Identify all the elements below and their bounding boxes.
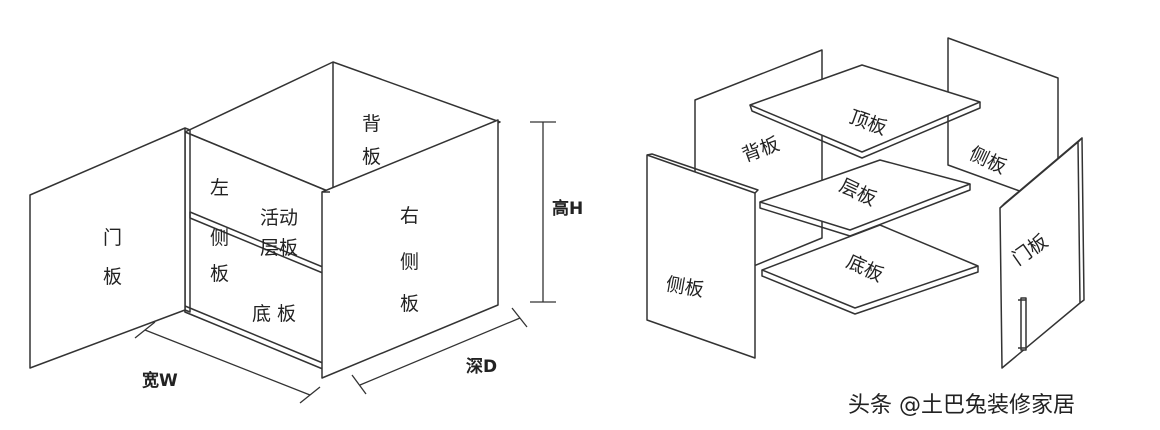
label-bottom: 底 板 xyxy=(252,303,296,325)
label-depth: 深D xyxy=(466,356,497,377)
door-handle xyxy=(1018,297,1027,351)
watermark-text: 头条 @土巴兔装修家居 xyxy=(848,393,1075,418)
label-movable-shelf-2: 层板 xyxy=(260,237,298,259)
label-height: 高H xyxy=(552,198,583,219)
cabinet-right-side-panel xyxy=(321,119,499,379)
label-left-side-2: 侧 xyxy=(210,227,229,249)
label-left-side-1: 左 xyxy=(210,177,229,199)
label-door-1: 门 xyxy=(103,227,122,249)
cabinet-door-panel xyxy=(29,127,191,369)
label-door-2: 板 xyxy=(103,266,122,288)
depth-dimension xyxy=(351,307,528,395)
exploded-cabinet xyxy=(646,37,1085,369)
label-right-side-3: 板 xyxy=(400,293,419,315)
label-back-1: 背 xyxy=(362,113,381,135)
width-dimension xyxy=(134,321,321,404)
exploded-left-side-panel xyxy=(646,154,756,359)
assembled-cabinet xyxy=(29,61,501,379)
label-width: 宽W xyxy=(142,370,178,391)
label-right-side-1: 右 xyxy=(400,205,419,227)
label-back-2: 板 xyxy=(362,146,381,168)
height-dimension xyxy=(530,121,556,303)
label-movable-shelf-1: 活动 xyxy=(260,207,298,229)
label-left-side-3: 板 xyxy=(210,263,229,285)
label-right-side-2: 侧 xyxy=(400,251,419,273)
